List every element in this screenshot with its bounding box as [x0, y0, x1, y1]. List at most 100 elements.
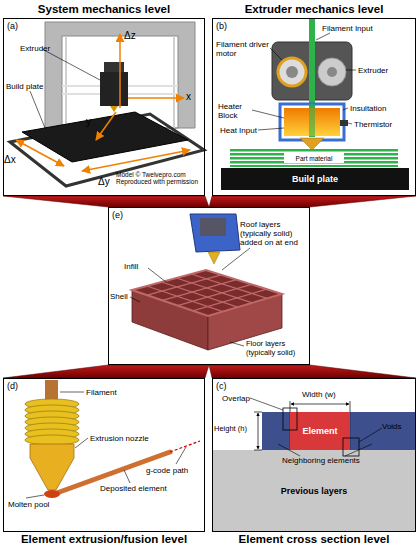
panel-box: Element extrusion/fusion level(d) [3, 378, 205, 532]
part-label: x [186, 91, 191, 103]
extruder-illustration [230, 157, 398, 160]
leader-line [348, 123, 352, 124]
part-label: y [86, 116, 91, 128]
leader-line [346, 70, 356, 71]
extruder-illustration [300, 138, 324, 150]
leader-line [60, 392, 84, 393]
nozzle-illustration [25, 399, 79, 409]
leader-line [278, 444, 300, 456]
leader-line [345, 444, 372, 456]
panel-letter: (c) [216, 381, 227, 391]
part-illustration [191, 274, 267, 298]
part-label: Overlap [222, 394, 250, 403]
dimension-line [350, 401, 351, 412]
panel-box: Extruder mechanics level(b)Part material… [212, 18, 416, 196]
printer-illustration [100, 72, 128, 106]
band-label: Build plate [292, 174, 338, 184]
printer-illustration [45, 22, 195, 128]
extruder-illustration [309, 104, 315, 136]
part-illustration [162, 280, 236, 301]
part-label: Extrusion nozzle [90, 434, 149, 443]
nozzle-illustration [54, 452, 170, 494]
cross-section-illustration [262, 412, 415, 450]
dimension-line [254, 401, 350, 450]
zoom-funnel [3, 196, 209, 207]
element-label: Element [302, 426, 337, 436]
extruder-illustration [309, 19, 315, 137]
part-label: Heater Block [218, 102, 254, 120]
dimension-line [291, 404, 349, 405]
leader-line [343, 108, 348, 110]
band-label: Part material [296, 155, 333, 162]
part-label: Δx [4, 154, 16, 166]
part-label: Molten pool [8, 500, 49, 509]
nozzle-illustration [45, 380, 58, 404]
part-label: Height (h) [214, 425, 247, 434]
part-label: Heat Input [220, 126, 257, 135]
panel-box: Element cross section level(c)ElementPre… [212, 378, 416, 532]
leader-line [75, 438, 88, 448]
part-illustration [208, 294, 282, 350]
leader-line [222, 248, 250, 270]
panel-letter: (d) [7, 381, 18, 391]
cross-section-illustration [350, 412, 351, 450]
part-illustration [132, 270, 282, 316]
part-illustration [178, 284, 252, 305]
panel-box: (e) [108, 207, 310, 365]
dimension-line [290, 401, 291, 412]
leader-line [26, 33, 382, 498]
printer-illustration [62, 85, 178, 87]
extruder-illustration [272, 42, 352, 100]
nozzle-illustration [25, 417, 79, 427]
nozzle-illustration [25, 399, 79, 445]
part-label: Neighboring elements [282, 456, 360, 465]
dimension-line [254, 412, 262, 413]
layer-band: Previous layers [213, 450, 415, 531]
part-illustration [176, 278, 252, 303]
panel-box: System mechanics level(a) [3, 18, 205, 196]
nozzle-illustration [25, 405, 79, 415]
leader-line [148, 268, 166, 282]
nozzle-illustration [25, 411, 79, 421]
printer-illustration [10, 22, 204, 186]
zoom-funnel [3, 365, 209, 378]
leader-line [359, 428, 382, 442]
detail-box [343, 438, 359, 456]
part-label: Deposited element [100, 484, 167, 493]
part-label: Δz [124, 30, 136, 42]
part-label: Filament Input [322, 24, 373, 33]
band-label: Previous layers [281, 486, 348, 496]
panel-heading: Element extrusion/fusion level [21, 533, 187, 546]
leader-line [230, 342, 244, 346]
leader-line [124, 470, 130, 483]
element-box: Element [290, 412, 350, 450]
printer-illustration [104, 62, 124, 74]
printer-illustration [96, 112, 116, 140]
extruder-illustration [230, 161, 398, 164]
extruder-illustration [286, 66, 298, 78]
extruder-illustration [318, 58, 346, 86]
part-label: Floor layers (typically solid) [246, 340, 310, 357]
detail-box [283, 408, 297, 430]
part-illustration [132, 290, 208, 350]
extruder-illustration [278, 58, 306, 86]
part-label: Infill [124, 262, 138, 271]
part-label: Extruder [358, 66, 388, 75]
part-illustration [208, 252, 220, 264]
leader-line [30, 91, 45, 128]
zoom-funnel [209, 196, 416, 207]
nozzle-illustration [44, 490, 60, 498]
part-illustration [162, 282, 238, 307]
extruder-illustration [230, 165, 398, 167]
extruder-illustration [280, 104, 344, 140]
panel-letter: (a) [7, 21, 18, 31]
printer-illustration [110, 106, 118, 112]
part-label: g-code path [146, 466, 188, 475]
part-label: Filament [86, 388, 117, 397]
nozzle-illustration [25, 380, 200, 498]
nozzle-illustration [25, 429, 79, 439]
